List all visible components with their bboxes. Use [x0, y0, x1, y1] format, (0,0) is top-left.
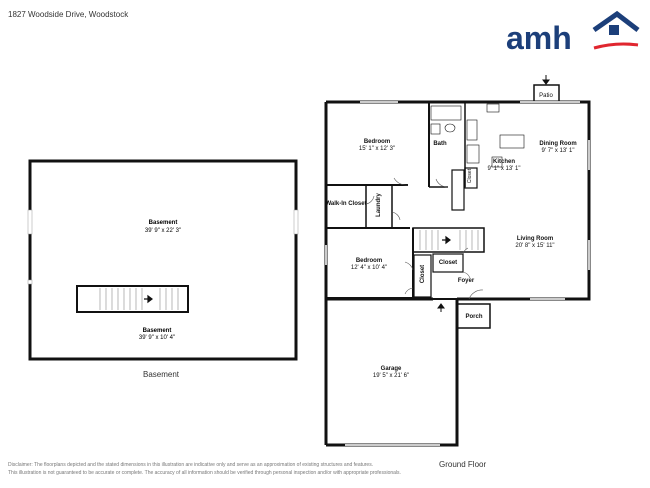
walkin-closet-label: Walk-In Closet: [325, 201, 366, 207]
bath-label: Bath: [433, 141, 447, 147]
ground-floor-plan: [324, 75, 591, 447]
amh-logo: amh: [506, 10, 640, 52]
basement-lower-dims: 39' 9" x 10' 4": [139, 335, 175, 341]
garage-dims: 19' 5" x 21' 6": [373, 373, 409, 379]
kitchen-closet-label: Closet: [467, 168, 473, 183]
disclaimer-line-2: This illustration is not guaranteed to b…: [8, 470, 401, 476]
basement-room-dims: 39' 9" x 22' 3": [145, 228, 181, 234]
stairs-arrow-icon: [144, 294, 153, 304]
patio-arrow-icon: [542, 75, 550, 85]
bed2-closet-label: Closet: [420, 265, 426, 283]
hall-stairs-arrow-icon: [442, 235, 451, 245]
dining-dims: 9' 7" x 13' 1": [542, 148, 575, 154]
ground-floor-labels: Patio Bedroom 15' 1" x 12' 3" Bath Dinin…: [325, 93, 576, 379]
basement-plan: Basement 39' 9" x 22' 3" Basement 39' 9"…: [27, 159, 299, 361]
bedroom1-name: Bedroom: [364, 139, 390, 145]
laundry-label: Laundry: [376, 193, 382, 217]
entry-arrow-icon: [437, 303, 445, 312]
patio-label: Patio: [539, 93, 553, 99]
bedroom2-dims: 12' 4" x 10' 4": [351, 265, 387, 271]
kitchen-name: Kitchen: [493, 159, 515, 165]
logo-text: amh: [506, 20, 572, 52]
basement-room-name: Basement: [149, 220, 178, 226]
foyer-closet-label: Closet: [439, 260, 457, 266]
living-name: Living Room: [517, 236, 553, 242]
disclaimer-line-1: Disclaimer: The floorplans depicted and …: [8, 462, 374, 468]
basement-floor-label: Basement: [143, 370, 180, 379]
property-address: 1827 Woodside Drive, Woodstock: [8, 10, 129, 19]
porch-label: Porch: [465, 314, 482, 320]
garage-name: Garage: [381, 366, 402, 372]
basement-lower-name: Basement: [143, 328, 172, 334]
dining-name: Dining Room: [539, 141, 576, 147]
living-dims: 20' 8" x 15' 11": [515, 243, 554, 249]
kitchen-dims: 9' 1" x 13' 1": [488, 166, 521, 172]
ground-floor-label: Ground Floor: [439, 460, 487, 469]
foyer-label: Foyer: [458, 278, 475, 284]
bedroom2-name: Bedroom: [356, 258, 382, 264]
bedroom1-dims: 15' 1" x 12' 3": [359, 146, 395, 152]
house-roof-icon: [592, 10, 640, 33]
